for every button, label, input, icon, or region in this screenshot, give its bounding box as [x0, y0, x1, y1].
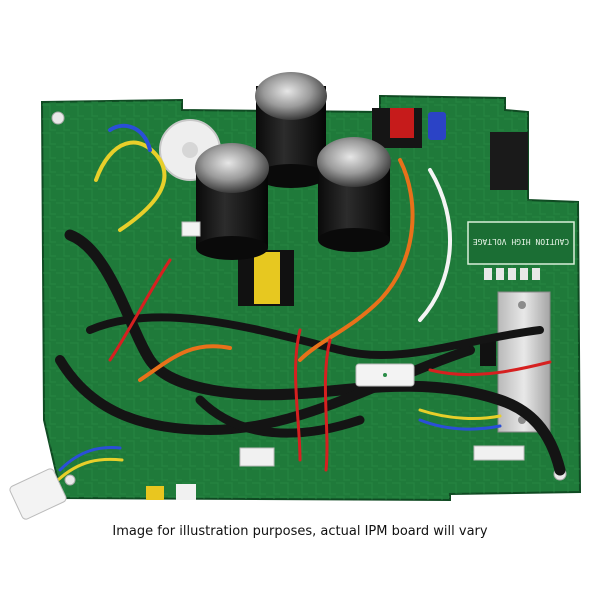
white-connector [181, 221, 201, 237]
electrolytic-capacitor [255, 72, 327, 188]
high-voltage-warning-label: CAUTION HIGH VOLTAGE [467, 221, 575, 265]
blue-capacitor [428, 112, 446, 140]
caption: Image for illustration purposes, actual … [112, 524, 488, 539]
electrolytic-capacitor [317, 137, 391, 252]
ic-chip [480, 340, 496, 366]
resistor-row [484, 268, 540, 280]
electrolytic-capacitor [195, 143, 269, 260]
svg-text:CAUTION HIGH VOLTAGE: CAUTION HIGH VOLTAGE [473, 237, 570, 246]
white-connector [9, 468, 67, 520]
circuit-board [40, 94, 582, 502]
connector-black [490, 132, 528, 190]
transformer [238, 250, 294, 306]
